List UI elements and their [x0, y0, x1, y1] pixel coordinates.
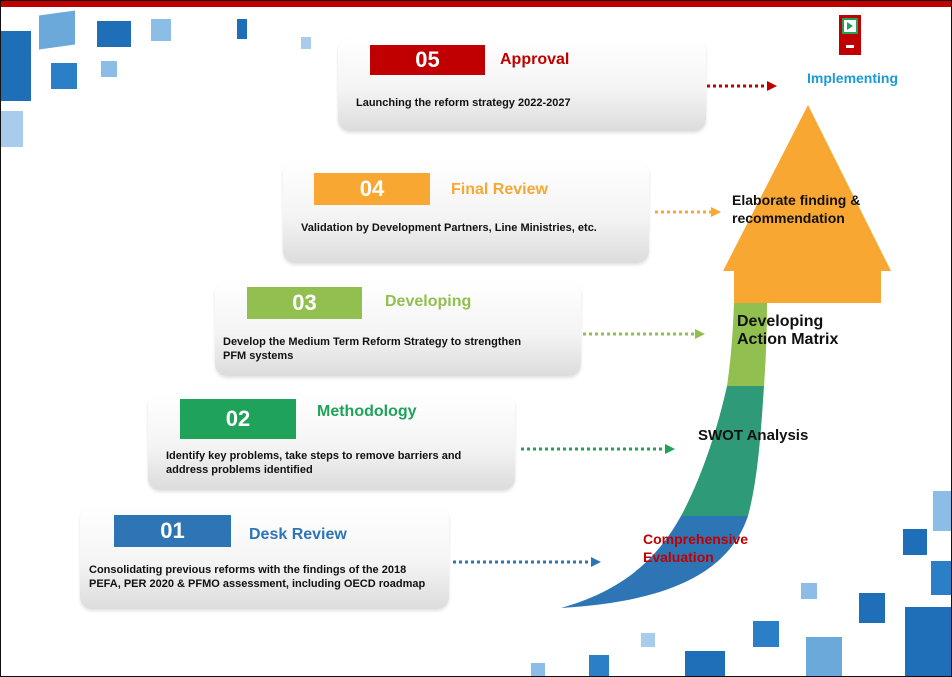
decor-tile	[531, 663, 545, 676]
decor-tile	[903, 529, 927, 555]
decor-tile	[1, 31, 31, 101]
dotted-arrow-icon	[583, 329, 705, 339]
decor-tile	[753, 621, 779, 647]
decor-tile	[589, 655, 609, 676]
dotted-arrow-icon	[655, 207, 721, 217]
decor-tile	[905, 607, 951, 676]
arrow-segment-teal	[681, 386, 764, 516]
step-03-number: 03	[247, 287, 362, 319]
step-05-desc: Launching the reform strategy 2022-2027	[356, 97, 571, 109]
decor-tile	[301, 37, 311, 49]
step-01-title: Desk Review	[249, 526, 347, 543]
decor-tile	[931, 561, 951, 595]
step-05-title: Approval	[500, 51, 570, 68]
decor-tile	[859, 593, 885, 623]
arrow-segment-lightgreen	[727, 303, 767, 386]
decor-tile	[933, 491, 951, 531]
decor-tile	[51, 63, 77, 89]
dotted-arrow-icon	[707, 81, 777, 91]
step-01-number: 01	[114, 515, 231, 547]
decor-tile	[237, 19, 247, 39]
step-04-title: Final Review	[451, 181, 548, 198]
decor-tile	[101, 61, 117, 77]
dotted-arrow-icon	[453, 557, 601, 567]
step-04-number: 04	[314, 173, 430, 205]
step-04-desc: Validation by Development Partners, Line…	[301, 222, 597, 234]
label-elaborate-finding: Elaborate finding & recommendation	[732, 192, 861, 226]
decor-tile	[151, 19, 171, 41]
decor-tile	[1, 111, 23, 147]
film-media-icon[interactable]	[839, 15, 861, 61]
arrow-segment-blue	[561, 516, 748, 608]
decor-tile	[685, 651, 725, 676]
label-comprehensive-evaluation: Comprehensive Evaluation	[643, 531, 749, 565]
label-swot-analysis: SWOT Analysis	[698, 427, 809, 444]
decor-tile	[801, 583, 817, 599]
label-implementing: Implementing	[807, 70, 899, 86]
step-03-title: Developing	[385, 293, 472, 310]
step-02-desc: Identify key problems, take steps to rem…	[166, 450, 462, 476]
decor-tile	[97, 21, 131, 47]
step-03-desc: Develop the Medium Term Reform Strategy …	[223, 336, 522, 362]
arrow-head-orange	[723, 105, 891, 303]
step-02-number: 02	[180, 399, 296, 439]
step-01-desc: Consolidating previous reforms with the …	[89, 564, 426, 590]
decor-tile	[641, 633, 655, 647]
step-05-number: 05	[370, 45, 485, 75]
decor-tile	[806, 637, 842, 676]
title-bar	[1, 1, 951, 7]
step-02-title: Methodology	[317, 403, 417, 420]
dotted-arrow-icon	[521, 444, 675, 454]
label-developing-action-matrix: Developing Action Matrix	[737, 313, 839, 348]
